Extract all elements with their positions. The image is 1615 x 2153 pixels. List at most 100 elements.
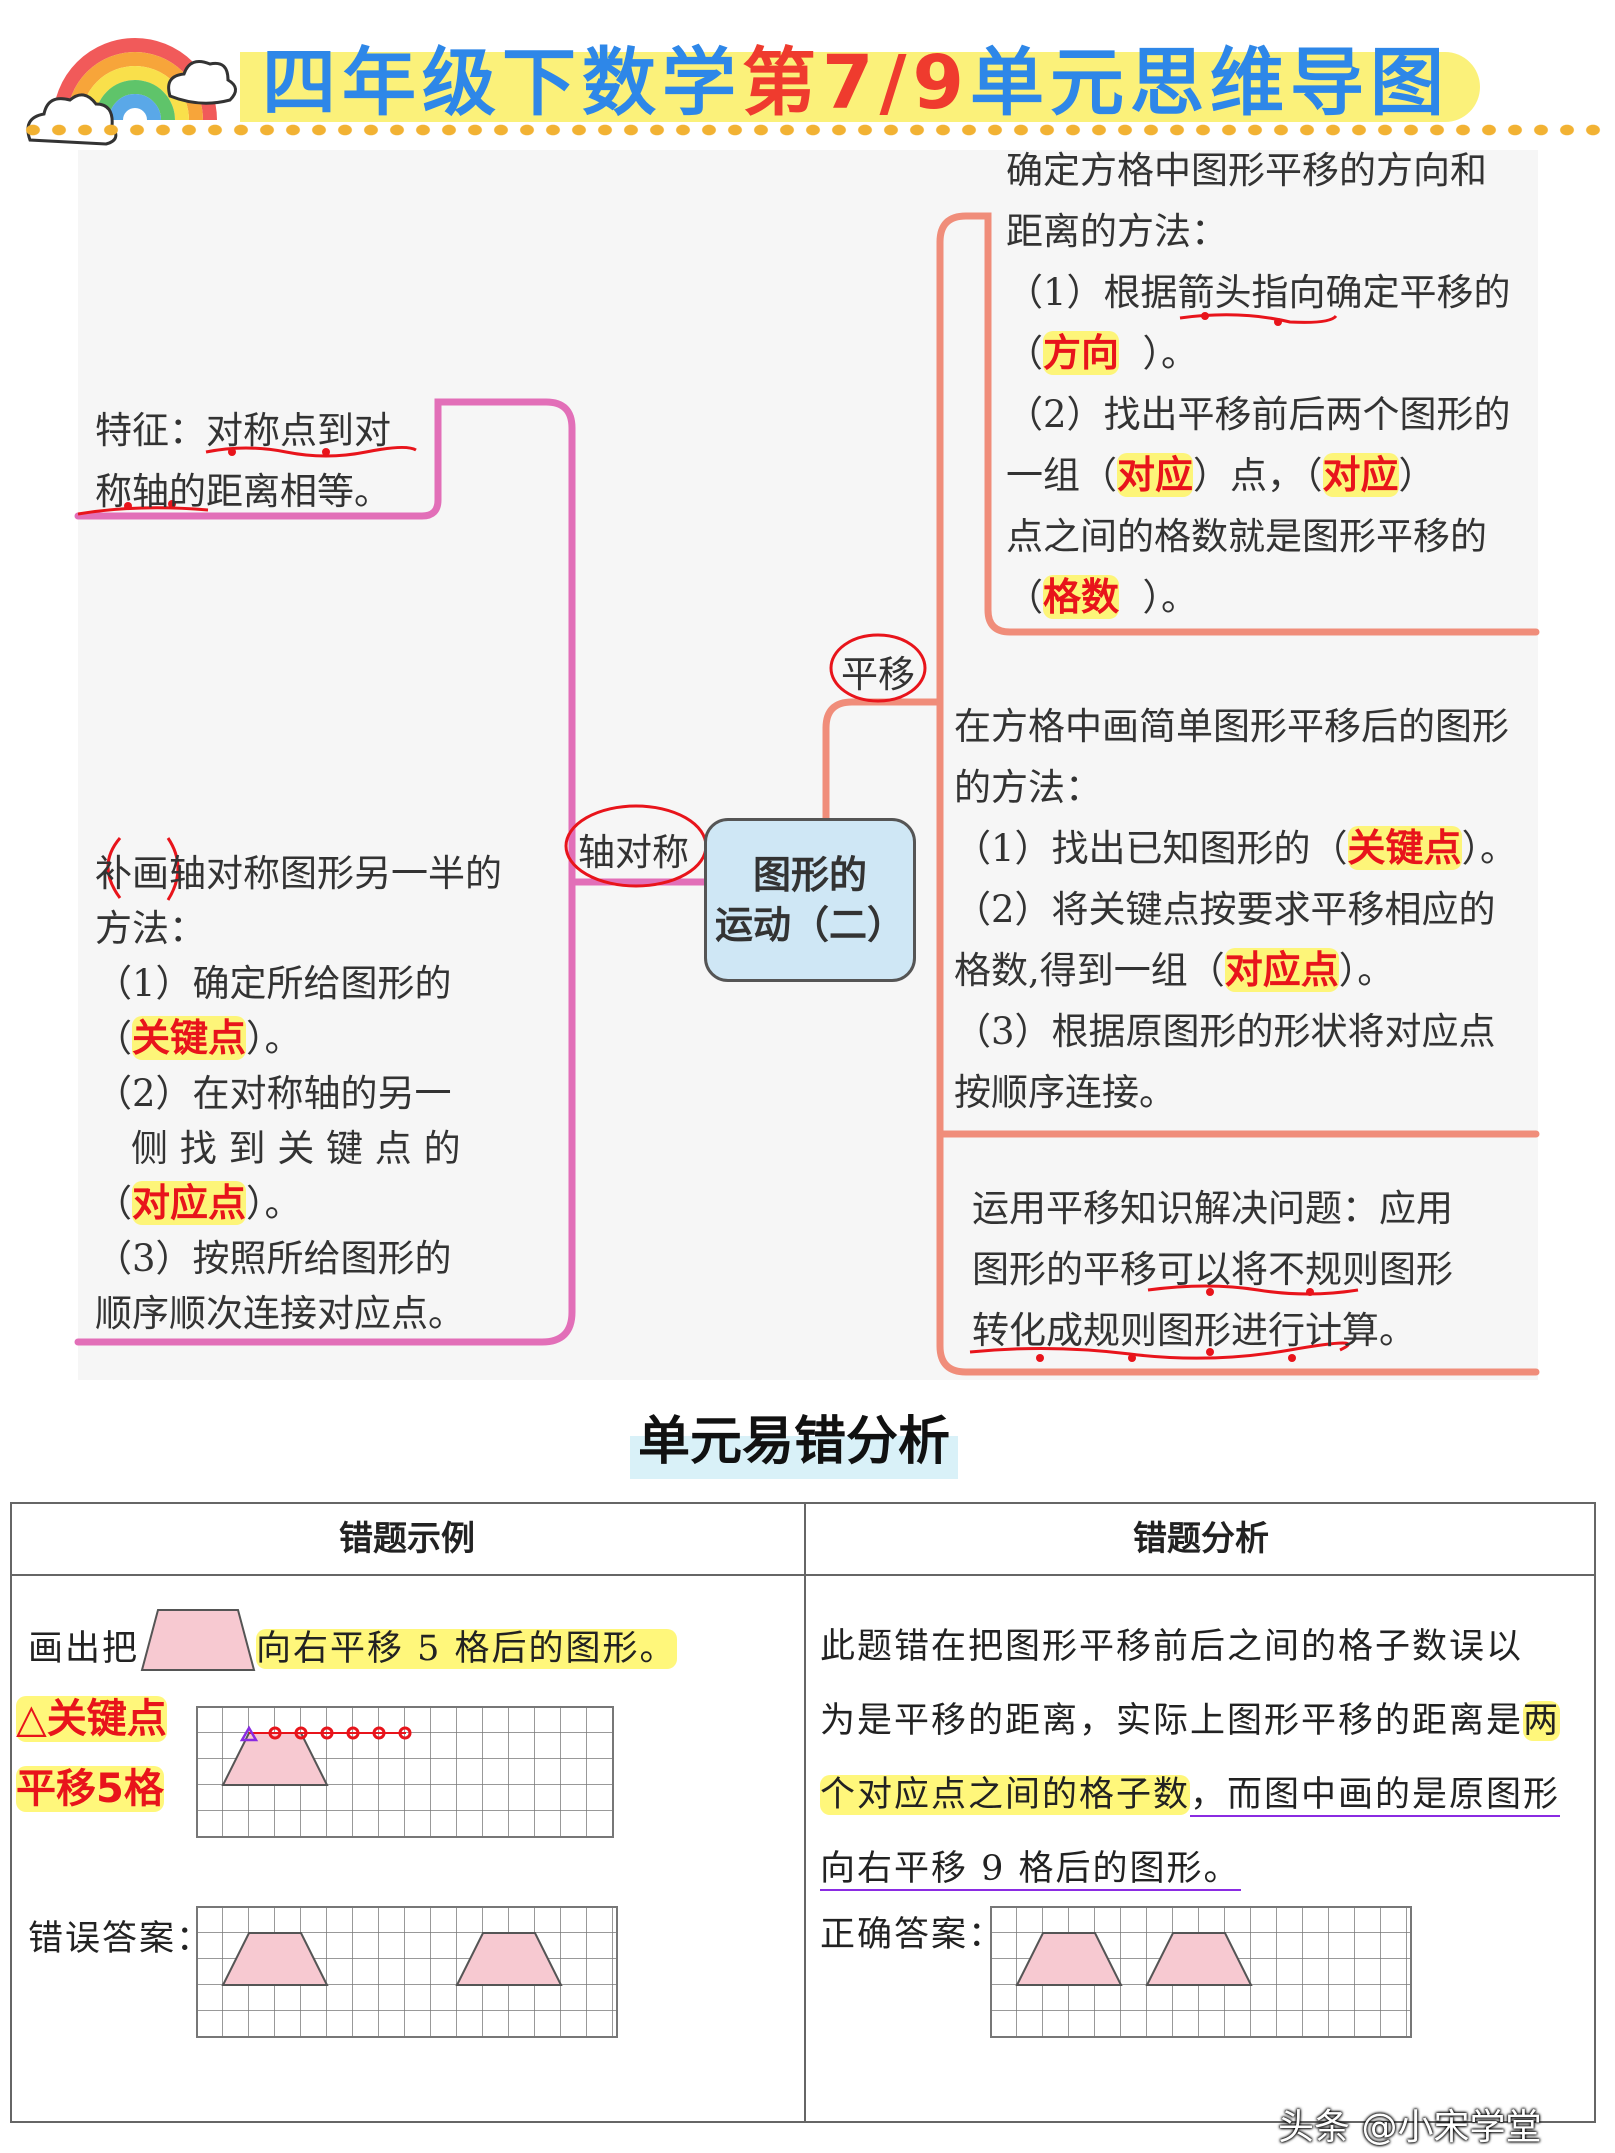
note-text: △关键点	[16, 1696, 167, 1742]
header-example: 错题示例	[339, 1519, 475, 1559]
wrong-answer-label: 错误答案：	[28, 1919, 214, 1959]
paren-open: （	[95, 1017, 132, 1060]
title-part-grade: 四年级下数学	[262, 40, 742, 126]
wrong-answer-grid	[196, 1906, 618, 2038]
correct-answer-label: 正确答案：	[820, 1915, 1006, 1955]
translation-apply-text: 运用平移知识解决问题：应用 图形的平移可以将不规则图形 转化成规则图形进行计算。	[972, 1178, 1453, 1361]
dotted-divider	[20, 120, 1610, 140]
center-node-line2: 运动（二）	[714, 903, 905, 947]
example-prefix: 画出把	[28, 1629, 140, 1669]
text-line: 方法：	[95, 907, 206, 950]
underlined-segment: 向右平移 9 格后的图形。	[820, 1849, 1241, 1891]
handwritten-answer: 对应	[1117, 453, 1194, 497]
text-line: （格数 ）。	[1006, 567, 1511, 628]
rainbow-icon	[26, 38, 237, 146]
text-line: 侧 找 到 关 键 点 的	[131, 1127, 461, 1170]
text-line: （1）根据箭头指向确定平移的	[1006, 271, 1511, 314]
text-line: 此题错在把图形平移前后之间的格子数误以	[820, 1627, 1524, 1667]
handwritten-note-keypoint: △关键点	[16, 1686, 167, 1744]
center-node-line1: 图形的	[752, 853, 867, 897]
text-line: （关键点）。	[95, 1011, 502, 1066]
text-line: 按顺序连接。	[954, 1071, 1176, 1114]
example-suffix-text: 向右平移 5 格后的图形。	[256, 1629, 677, 1669]
text-line: （对应点）。	[95, 1176, 502, 1231]
text-line: 补画轴对称图形另一半的	[95, 852, 502, 895]
text-line: 格数,得到一组（对应点）。	[954, 940, 1517, 1001]
underlined-segment: ，而图中画的是原图形	[1190, 1775, 1561, 1817]
text-line: 一组（对应）点，（对应）	[1006, 445, 1511, 506]
watermark: 头条 @小宋学堂	[1278, 2107, 1542, 2148]
paren-close: ）。	[1142, 332, 1199, 375]
paren-close: ）。	[246, 1017, 302, 1060]
text-line: （方向 ）。	[1006, 323, 1511, 384]
text-line: 顺序顺次连接对应点。	[95, 1292, 465, 1335]
text-line: 在方格中画简单图形平移后的图形	[954, 705, 1509, 748]
text-line: （3）按照所给图形的	[95, 1237, 452, 1280]
branch-label-translation: 平移	[841, 653, 915, 696]
text-line: 向右平移 9 格后的图形。	[820, 1832, 1560, 1906]
text-line: 个对应点之间的格子数，而图中画的是原图形	[820, 1758, 1561, 1832]
paren-close: ）。	[246, 1182, 302, 1225]
handwritten-answer: 关键点	[1347, 826, 1462, 870]
paren-close: ）	[1398, 454, 1436, 497]
text-line: 为是平移的距离，实际上图形平移的距离是两	[820, 1684, 1561, 1758]
text-segment: （1）找出已知图形的（	[954, 827, 1348, 870]
handwritten-answer: 对应点	[132, 1181, 247, 1225]
handwritten-answer: 对应	[1322, 453, 1399, 497]
paren-close: ）。	[1338, 949, 1395, 992]
paren-open: （	[95, 1182, 132, 1225]
spacer	[1119, 576, 1143, 619]
text-line: （1）找出已知图形的（关键点）。	[954, 818, 1517, 879]
text-line: （2）在对称轴的另一	[95, 1072, 452, 1115]
paren-close: ）。	[1142, 576, 1199, 619]
text-segment: 一组（	[1006, 454, 1117, 497]
highlight-segment: 两	[1523, 1701, 1561, 1741]
text-line: 转化成规则图形进行计算。	[972, 1309, 1416, 1352]
example-suffix: 向右平移 5 格后的图形。	[256, 1620, 677, 1671]
header-analysis: 错题分析	[1133, 1519, 1269, 1559]
title-part-mindmap: 单元思维导图	[970, 40, 1451, 126]
symmetry-method-text: 补画轴对称图形另一半的 方法： （1）确定所给图形的 （关键点）。 （2）在对称…	[95, 846, 502, 1341]
text-line: （3）根据原图形的形状将对应点	[954, 1010, 1496, 1053]
text-line: （2）将关键点按要求平移相应的	[954, 888, 1496, 931]
handwritten-answer: 方向	[1043, 331, 1120, 375]
text-line: 点之间的格数就是图形平移的	[1006, 515, 1487, 558]
handwritten-answer: 对应点	[1224, 948, 1339, 992]
text-line: 运用平移知识解决问题：应用	[972, 1187, 1453, 1230]
branch-label-symmetry: 轴对称	[578, 831, 689, 874]
correct-answer-grid	[990, 1906, 1412, 2038]
text-line: 称轴的距离相等。	[95, 470, 391, 513]
center-node: 图形的 运动（二）	[704, 818, 916, 982]
table-header-divider	[10, 1574, 1596, 1576]
title-part-unit: 第7/9	[742, 40, 971, 126]
mindmap-background	[78, 150, 1538, 1380]
text-segment: 为是平移的距离，实际上图形平移的距离是	[820, 1701, 1524, 1741]
text-line: 特征：对称点到对	[95, 409, 391, 452]
paren-open: （	[1006, 576, 1043, 619]
text-segment: ）点，（	[1193, 454, 1323, 497]
translation-direction-text: 确定方格中图形平移的方向和 距离的方法： （1）根据箭头指向确定平移的 （方向 …	[1006, 140, 1511, 628]
highlight-segment: 个对应点之间的格子数	[820, 1775, 1191, 1815]
spacer	[1119, 332, 1143, 375]
text-line: 确定方格中图形平移的方向和	[1006, 149, 1487, 192]
translation-draw-text: 在方格中画简单图形平移后的图形 的方法： （1）找出已知图形的（关键点）。 （2…	[954, 696, 1517, 1123]
handwritten-answer: 关键点	[132, 1016, 247, 1060]
error-table	[10, 1502, 1596, 2123]
note-text: 平移5格	[16, 1766, 164, 1812]
table-column-divider	[804, 1502, 806, 2123]
paren-close: ）。	[1461, 827, 1518, 870]
handwritten-answer: 格数	[1043, 575, 1120, 619]
text-line: （1）确定所给图形的	[95, 962, 452, 1005]
title-banner	[240, 52, 1480, 122]
trapezoid-shape	[140, 1609, 256, 1671]
mindmap-connectors	[74, 212, 1540, 1376]
example-grid	[196, 1706, 614, 1838]
section-title: 单元易错分析	[630, 1405, 959, 1479]
text-line: （2）找出平移前后两个图形的	[1006, 393, 1511, 436]
text-line: 的方法：	[954, 766, 1102, 809]
paren-open: （	[1006, 332, 1043, 375]
symmetry-feature-text: 特征：对称点到对 称轴的距离相等。	[95, 400, 391, 522]
page-title: 四年级下数学第7/9单元思维导图	[262, 28, 1450, 138]
text-line: 图形的平移可以将不规则图形	[972, 1248, 1453, 1291]
handwritten-note-shift: 平移5格	[16, 1756, 164, 1814]
